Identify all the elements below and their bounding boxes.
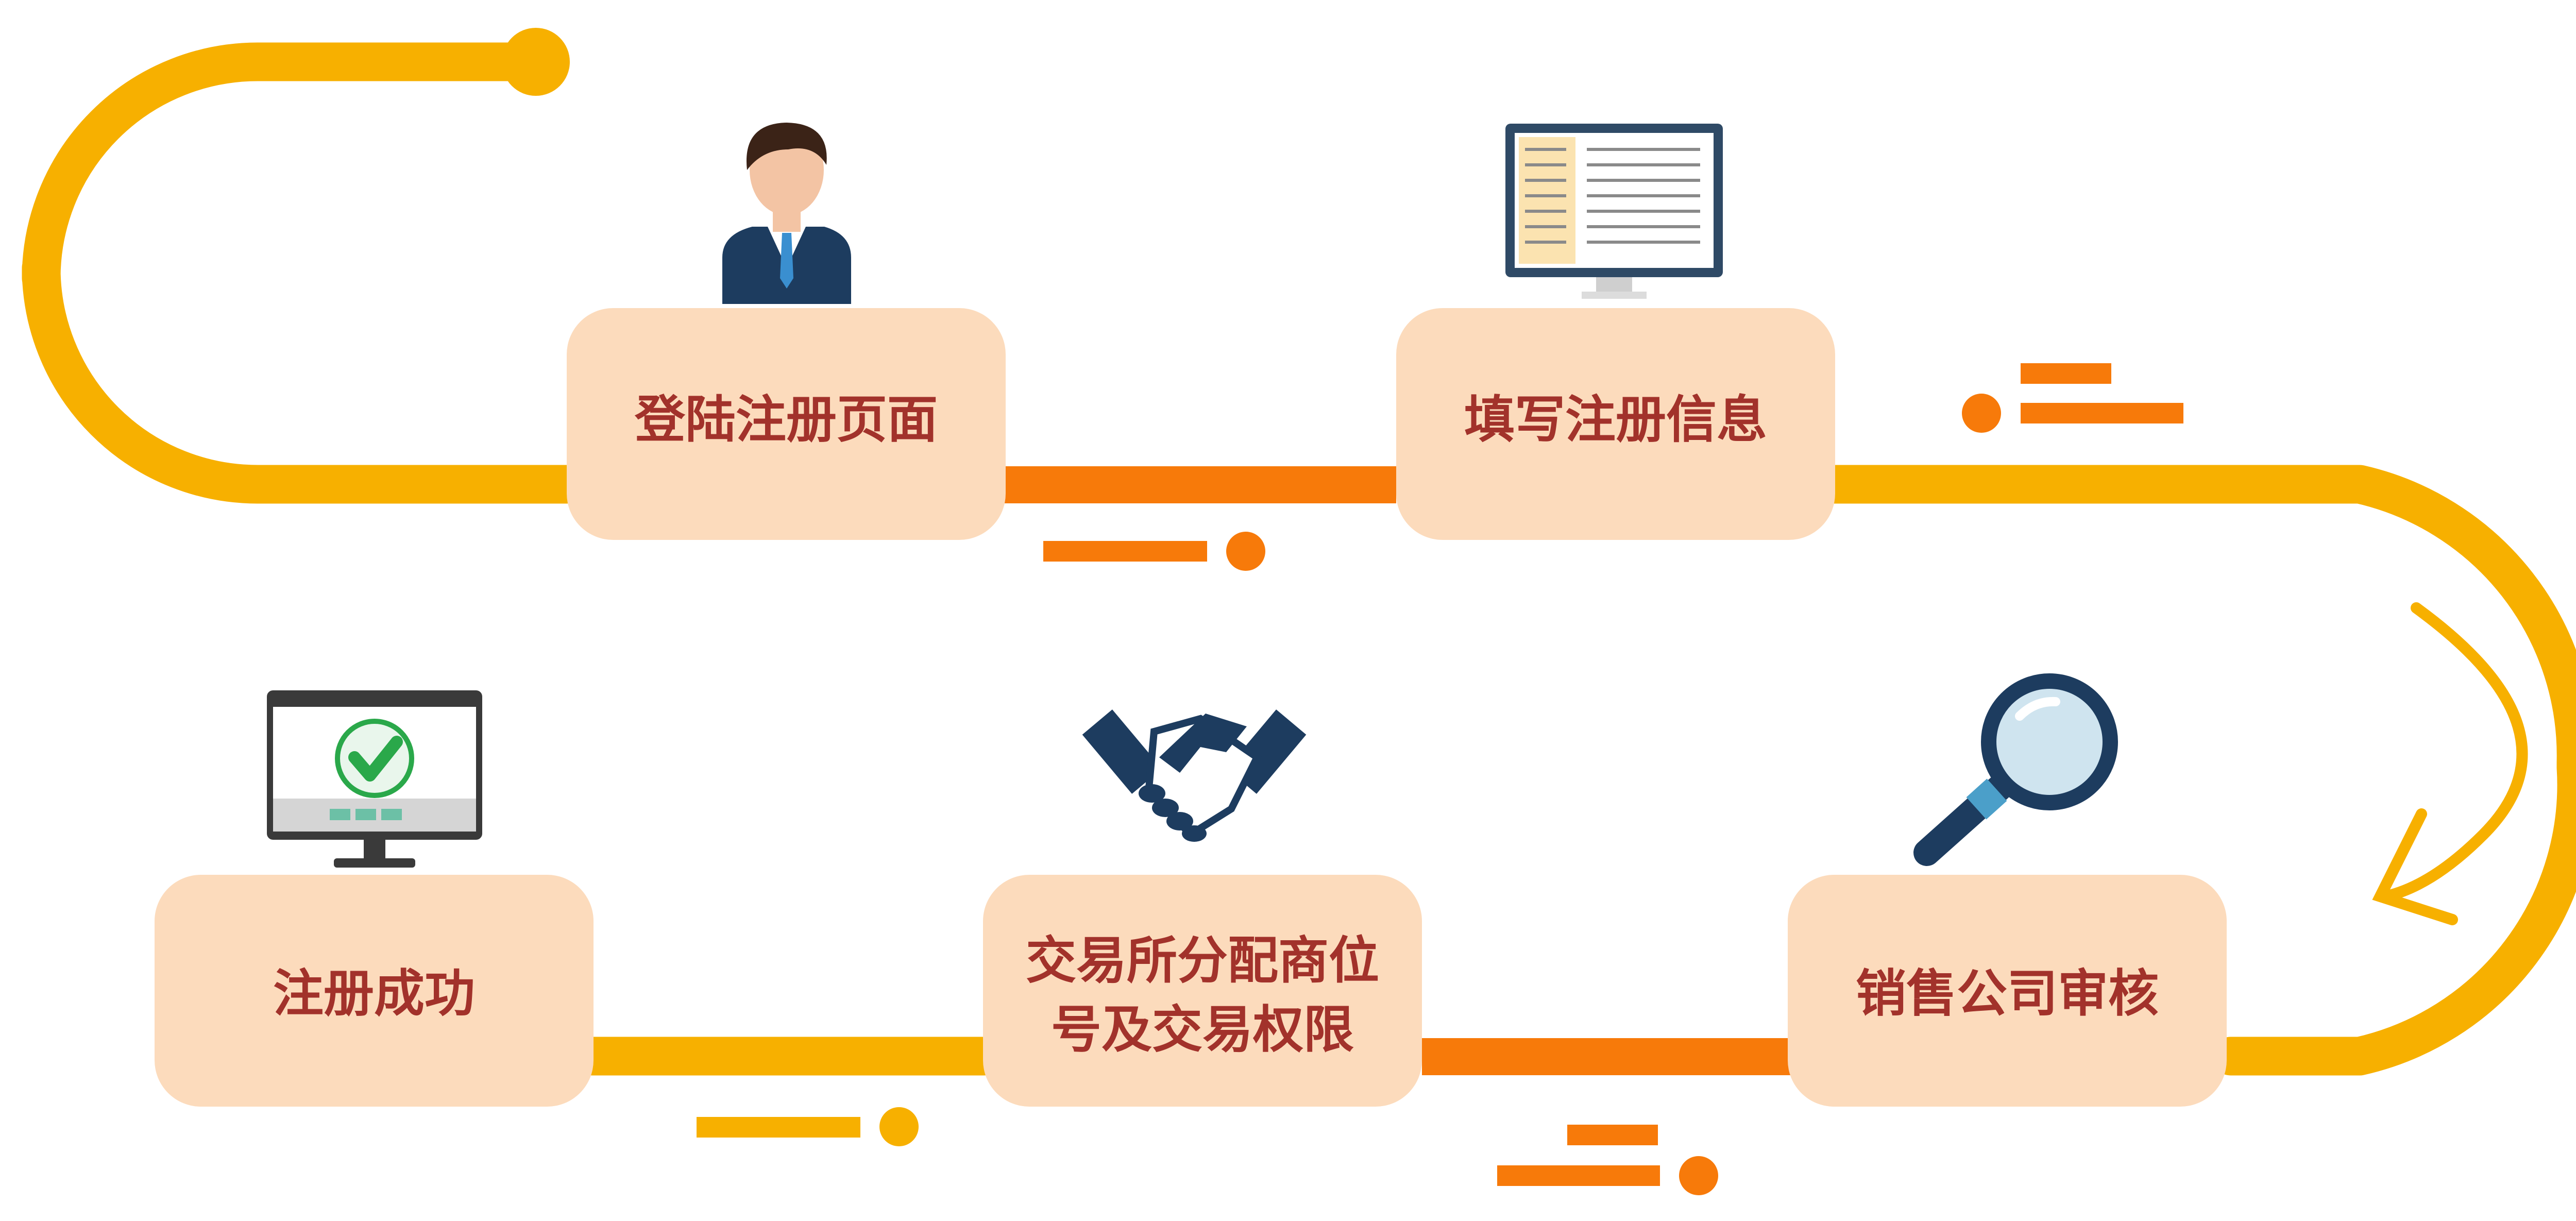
dash-accent: [697, 1117, 860, 1138]
handshake-icon: [1082, 709, 1307, 842]
step-label: 交易所分配商位: [1026, 931, 1379, 990]
dash-accent: [2021, 403, 2183, 423]
step-box-company-review: 销售公司审核: [1788, 875, 2227, 1107]
loop-arrow-icon: [2372, 602, 2528, 925]
dash-accent-dot: [1962, 394, 2001, 433]
loop-arrow-head: [2372, 808, 2458, 925]
monitor-form-icon: [1505, 124, 1723, 299]
monitor-check-icon: [267, 690, 482, 868]
step-label: 号及交易权限: [1051, 1000, 1354, 1059]
step-box-exchange-assign: 交易所分配商位 号及交易权限: [983, 875, 1422, 1107]
dash-accent: [1567, 1125, 1658, 1145]
dash-accent-dot: [1679, 1156, 1718, 1195]
step-box-login-page: 登陆注册页面: [567, 308, 1006, 540]
dash-accent-dot: [1226, 532, 1265, 571]
magnifier-icon: [1913, 673, 2118, 866]
loop-arrow-arc: [2380, 602, 2528, 902]
businessman-icon: [722, 123, 851, 304]
path-top-right: [1815, 465, 2576, 1076]
dash-accent: [1497, 1165, 1660, 1186]
dash-accent: [1043, 541, 1207, 562]
flow-path: [22, 42, 2576, 1076]
dash-accent-icons: [697, 363, 2183, 1195]
step-box-fill-info: 填写注册信息: [1396, 308, 1835, 540]
step-label: 注册成功: [273, 964, 475, 1023]
path-start-dot: [502, 28, 570, 96]
step-box-success: 注册成功: [155, 875, 594, 1107]
dash-accent: [2021, 363, 2111, 384]
step-label: 销售公司审核: [1856, 964, 2159, 1023]
connector-1-2: [1005, 466, 1396, 503]
dash-accent-dot: [879, 1107, 919, 1146]
path-start-hook: [22, 42, 586, 504]
connector-4-3: [1422, 1038, 1793, 1075]
step-label: 登陆注册页面: [634, 391, 938, 449]
step-label: 填写注册信息: [1464, 391, 1767, 449]
